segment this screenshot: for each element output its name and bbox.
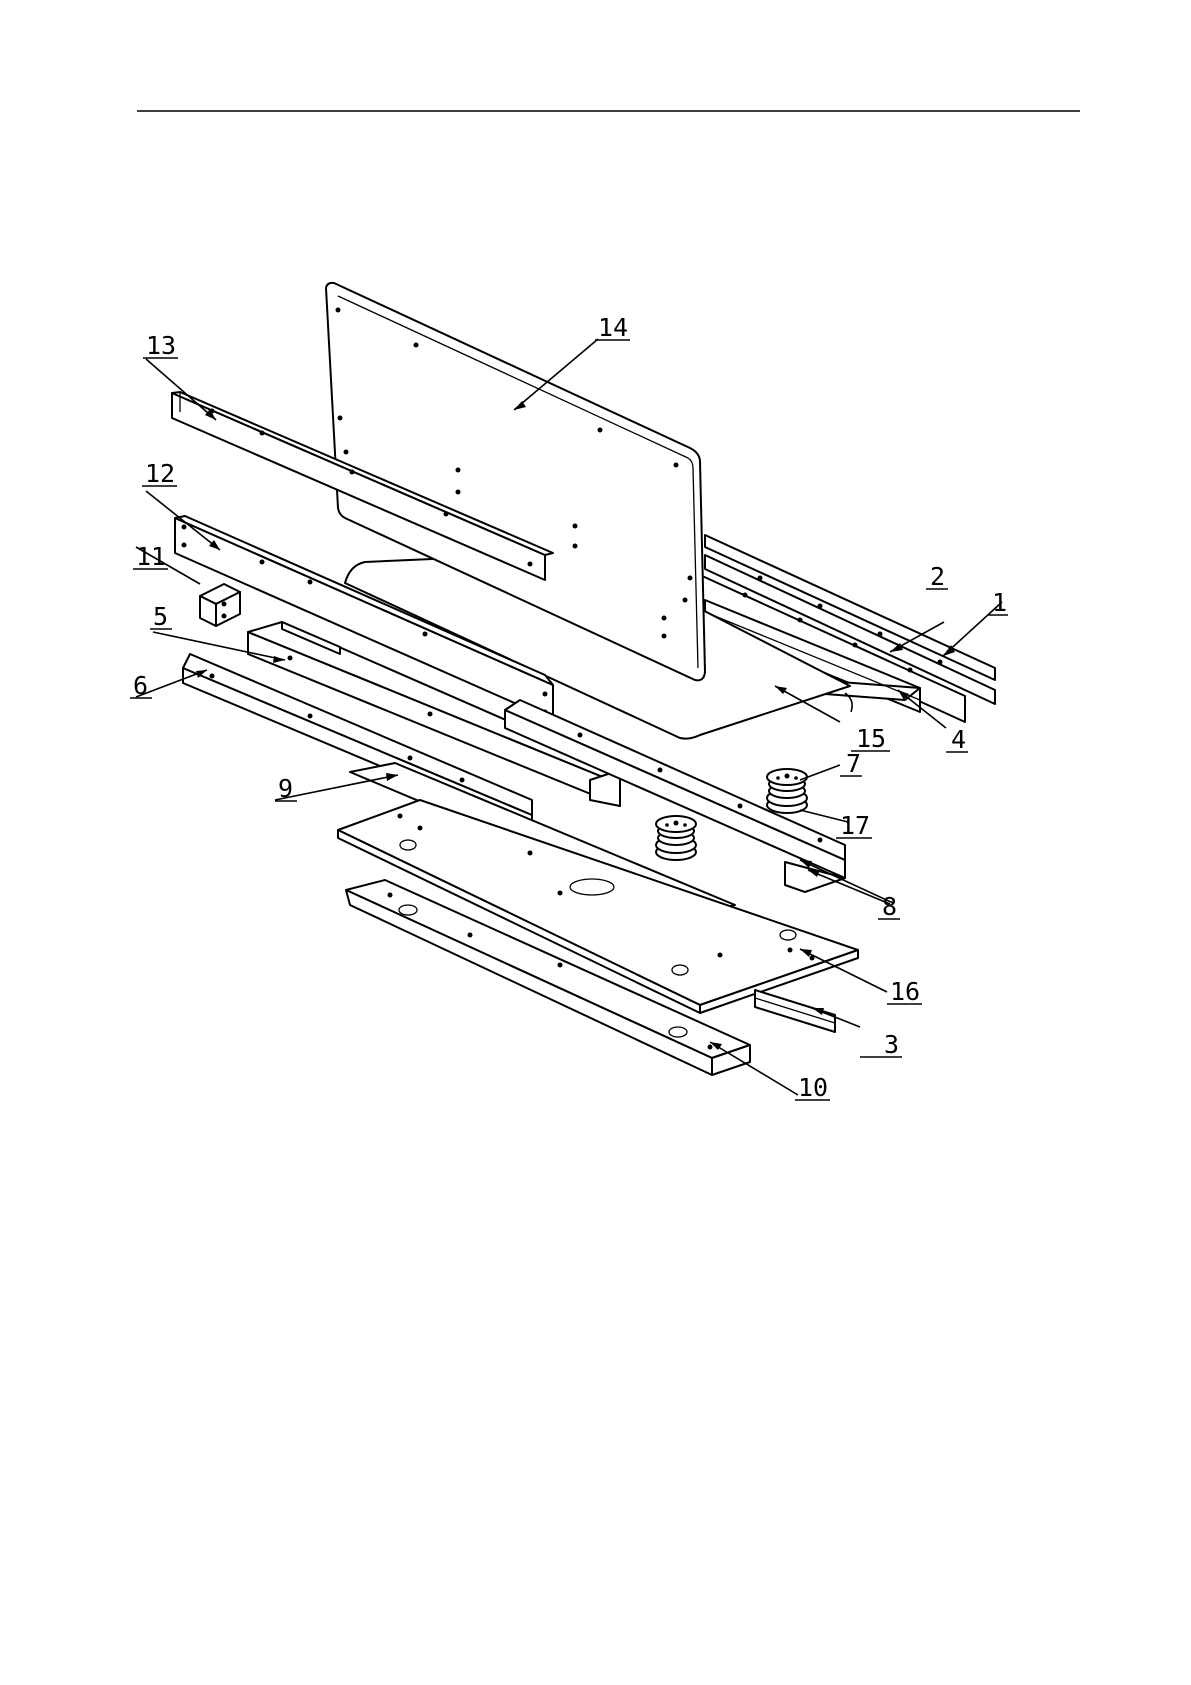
callout-4: 4	[951, 725, 966, 754]
callout-2: 2	[930, 562, 945, 591]
callout-15: 15	[856, 724, 886, 753]
callout-14: 14	[598, 313, 628, 342]
block-part-11	[200, 584, 240, 626]
callout-7: 7	[846, 749, 861, 778]
spring-mount-part-17	[656, 816, 696, 860]
callout-5: 5	[153, 602, 168, 631]
callout-8: 8	[882, 892, 897, 921]
callout-13: 13	[146, 331, 176, 360]
callout-3: 3	[884, 1030, 899, 1059]
callout-10: 10	[798, 1073, 828, 1102]
callout-11: 11	[136, 542, 166, 571]
callout-6: 6	[133, 671, 148, 700]
callout-12: 12	[145, 459, 175, 488]
callout-9: 9	[278, 774, 293, 803]
callout-17: 17	[840, 811, 870, 840]
callout-16: 16	[890, 977, 920, 1006]
spring-mount-part-7-17	[767, 769, 807, 813]
callout-1: 1	[992, 588, 1007, 617]
